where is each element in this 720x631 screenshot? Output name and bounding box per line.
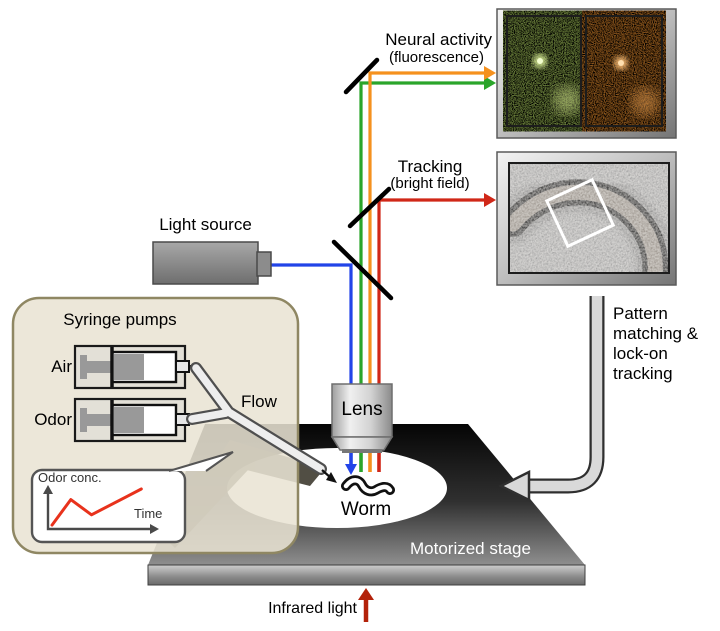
air-syringe — [73, 344, 199, 390]
pattern-line-1: Pattern — [613, 304, 668, 323]
lock-on-feedback-arrow — [498, 296, 605, 503]
light-source-box — [152, 241, 272, 285]
flow-pointer-arrow — [321, 469, 337, 483]
beams-below-lens — [345, 453, 381, 475]
odor-syringe — [73, 397, 197, 443]
pattern-matching-label: Pattern matching & lock-on tracking — [613, 304, 717, 384]
infrared-arrow — [358, 588, 374, 622]
odor-conc-label: Odor conc. — [38, 470, 102, 485]
odor-concentration-bubble — [30, 451, 234, 544]
odor-label: Odor — [34, 410, 72, 429]
mirror-top-icon — [343, 57, 380, 95]
syringe-pumps-title: Syringe pumps — [63, 310, 177, 329]
beam-green-emission — [359, 76, 496, 384]
fluorescence-image-orange — [585, 15, 663, 127]
stage-front-face — [147, 564, 586, 586]
worm-label: Worm — [340, 499, 392, 520]
infrared-light-label: Infrared light — [268, 600, 357, 617]
mirror-middle-icon — [347, 186, 392, 229]
worm-glyph — [341, 475, 395, 497]
tracking-label: Tracking — [397, 157, 463, 176]
beam-red-brightfield — [377, 193, 496, 384]
inset-axes — [46, 492, 150, 531]
beam-blue-excitation — [271, 263, 353, 384]
mirror-beamsplitter-icon — [331, 239, 394, 301]
pattern-match-box — [544, 177, 616, 249]
tracking-image — [509, 163, 669, 273]
beam-orange-emission — [368, 66, 496, 384]
time-axis-label: Time — [134, 506, 163, 521]
objective-lens — [330, 383, 394, 453]
motorized-stage-label: Motorized stage — [410, 539, 531, 558]
light-source-label: Light source — [159, 215, 252, 234]
bright-field-sublabel: (bright field) — [390, 175, 470, 192]
flow-tube — [186, 362, 327, 475]
tracking-panel — [496, 151, 677, 286]
pattern-line-2: matching & — [613, 324, 699, 343]
odor-concentration-trace — [50, 487, 143, 527]
pattern-line-4: tracking — [613, 364, 673, 383]
pattern-line-3: lock-on — [613, 344, 668, 363]
flow-label: Flow — [241, 392, 277, 411]
lens-label: Lens — [341, 399, 383, 420]
fluorescence-sublabel: (fluorescence) — [388, 49, 484, 66]
fluorescence-image-green — [506, 15, 582, 127]
air-label: Air — [51, 357, 72, 376]
fluorescence-panel — [496, 8, 677, 139]
neural-activity-label: Neural activity — [385, 30, 492, 49]
